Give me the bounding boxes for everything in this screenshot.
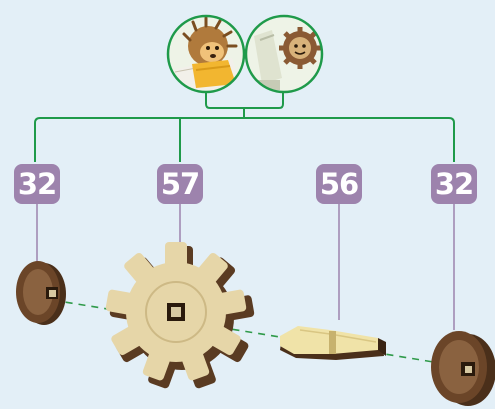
axle-connector-icon (280, 326, 386, 360)
gear-icon (105, 242, 255, 389)
spacer-wheel-icon (16, 261, 66, 325)
spacer-wheel-icon (431, 331, 495, 406)
hedgehog-illustration-icon (168, 16, 244, 96)
part-count-badge: 57 (157, 164, 203, 204)
connector-tree (35, 92, 454, 162)
part-count-badge: 56 (316, 164, 362, 204)
part-count-badge: 32 (14, 164, 60, 204)
gear-toothpaste-illustration-icon (246, 16, 322, 92)
part-count-badge: 32 (431, 164, 477, 204)
